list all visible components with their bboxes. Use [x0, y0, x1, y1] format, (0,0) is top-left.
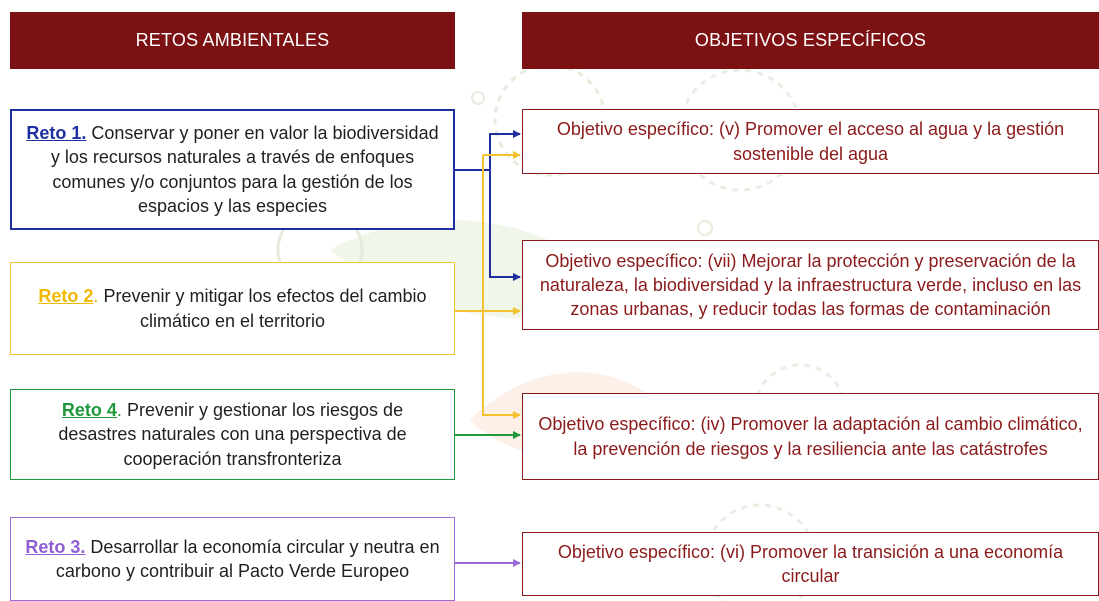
objetivo-v-box: Objetivo específico: (v) Promover el acc…	[522, 109, 1099, 174]
reto-2-description: Prevenir y mitigar los efectos del cambi…	[98, 286, 427, 331]
reto-1-label: Reto 1.	[26, 122, 87, 143]
reto-1-description: Conservar y poner en valor la biodiversi…	[50, 122, 439, 216]
reto-4-text: Reto 4. Prevenir y gestionar los riesgos…	[23, 398, 442, 471]
reto-2-box: Reto 2. Prevenir y mitigar los efectos d…	[10, 262, 455, 355]
reto-1-box: Reto 1. Conservar y poner en valor la bi…	[10, 109, 455, 230]
arrow-reto2-to-objetivo-iv	[482, 311, 521, 419]
reto-2-text: Reto 2. Prevenir y mitigar los efectos d…	[23, 284, 442, 333]
deco-dot	[471, 91, 485, 105]
reto-3-text: Reto 3. Desarrollar la economía circular…	[23, 535, 442, 584]
reto-2-separator: .	[93, 286, 99, 307]
header-retos-ambientales: RETOS AMBIENTALES	[10, 12, 455, 69]
objetivo-vi-box: Objetivo específico: (vi) Promover la tr…	[522, 532, 1099, 596]
arrow-reto1-to-objetivo-v	[455, 130, 521, 171]
reto-4-label: Reto 4	[61, 400, 117, 421]
objetivo-v-text: Objetivo específico: (v) Promover el acc…	[556, 119, 1065, 164]
objetivo-vii-text: Objetivo específico: (vii) Mejorar la pr…	[539, 250, 1082, 320]
arrow-reto2-trunk	[455, 155, 484, 312]
reto-1-text: Reto 1. Conservar y poner en valor la bi…	[24, 121, 441, 218]
objetivo-iv-box: Objetivo específico: (iv) Promover la ad…	[522, 393, 1099, 480]
deco-dot	[697, 220, 713, 236]
reto-3-label: Reto 3.	[25, 536, 86, 557]
objetivo-vii-box: Objetivo específico: (vii) Mejorar la pr…	[522, 240, 1099, 330]
objetivo-iv-text: Objetivo específico: (iv) Promover la ad…	[538, 414, 1083, 459]
objetivo-vi-text: Objetivo específico: (vi) Promover la tr…	[557, 541, 1064, 586]
reto-3-description: Desarrollar la economía circular y neutr…	[55, 536, 440, 581]
arrow-reto1-to-objetivo-vii	[489, 170, 521, 281]
reto-3-box: Reto 3. Desarrollar la economía circular…	[10, 517, 455, 601]
header-objetivos-especificos: OBJETIVOS ESPECÍFICOS	[522, 12, 1099, 69]
reto-4-box: Reto 4. Prevenir y gestionar los riesgos…	[10, 389, 455, 480]
reto-4-separator: .	[116, 400, 122, 421]
reto-4-description: Prevenir y gestionar los riesgos de desa…	[58, 400, 407, 469]
reto-2-label: Reto 2	[38, 286, 94, 307]
